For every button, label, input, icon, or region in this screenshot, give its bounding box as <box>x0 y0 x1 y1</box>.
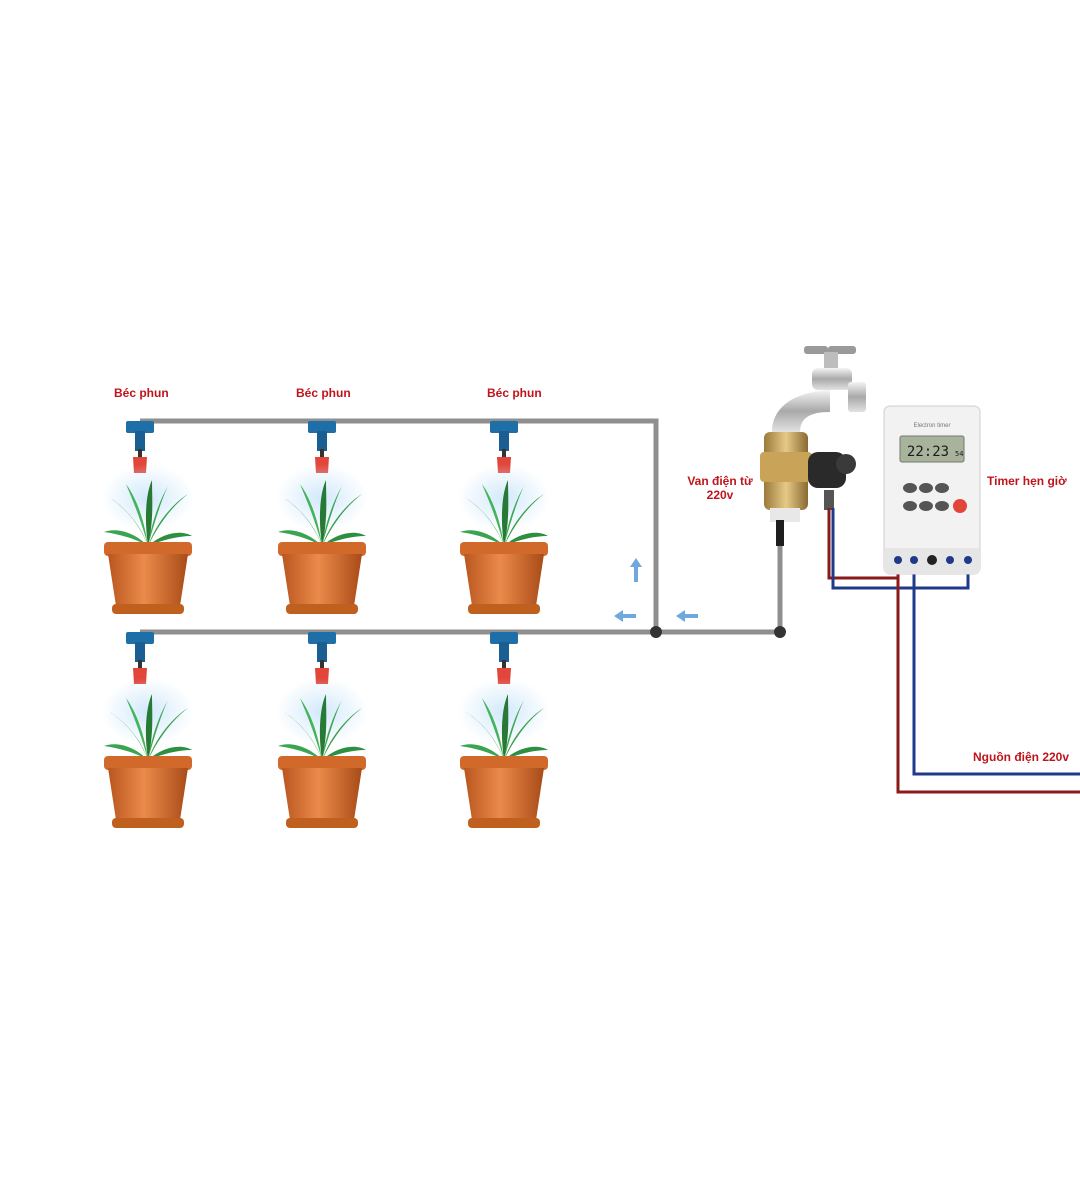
timer-label: Timer hẹn giờ <box>987 474 1067 488</box>
valve-label: Van điện từ 220v <box>682 474 758 502</box>
plant-pot-icon <box>276 464 368 614</box>
plant-pot-icon <box>102 678 194 828</box>
flow-arrow-icon <box>630 558 642 582</box>
solenoid-valve-icon <box>760 432 856 546</box>
plant-pot-icon <box>276 678 368 828</box>
pipe-elbow <box>774 626 786 638</box>
flow-arrow-icon <box>676 610 698 622</box>
timer-brand: Electron timer <box>913 423 950 429</box>
timer-display: 22:23 <box>907 444 949 460</box>
pipe-network <box>140 418 783 635</box>
plant-pot-icon <box>102 464 194 614</box>
timer-icon <box>883 405 981 575</box>
upper-pipe <box>140 418 659 632</box>
nozzle-label: Béc phun <box>114 386 169 400</box>
nozzle-icon <box>308 632 336 684</box>
nozzle-label: Béc phun <box>296 386 351 400</box>
valve-label-line2: 220v <box>706 488 734 502</box>
faucet-icon <box>772 346 866 432</box>
pipe-junction <box>650 626 662 638</box>
plant-pot-icon <box>458 464 550 614</box>
plant-pot-icon <box>458 678 550 828</box>
flow-arrow-icon <box>614 610 636 622</box>
power-label: Nguồn điện 220v <box>973 750 1070 764</box>
valve-label-line1: Van điện từ <box>687 474 753 488</box>
nozzle-label: Béc phun <box>487 386 542 400</box>
timer-display-seconds: 54 <box>955 450 963 458</box>
nozzle-icon <box>126 632 154 684</box>
nozzle-icon <box>490 632 518 684</box>
